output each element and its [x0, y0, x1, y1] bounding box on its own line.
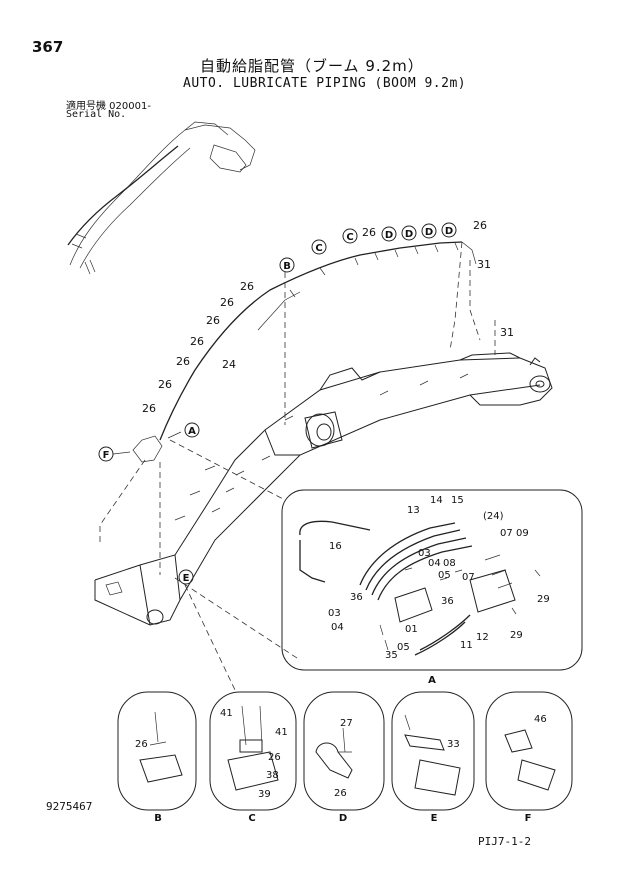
callout-circle-c: [342, 228, 358, 244]
serial-label-english: Serial No.: [66, 109, 127, 120]
overview-machine-illustration: [67, 121, 256, 275]
callout-circle-c: [311, 239, 327, 255]
part-label-24: 24: [222, 358, 236, 371]
detail-a-panel: 14 15 13 (24) 07 09 16 03 04 08 05 07 29…: [281, 489, 583, 686]
part-label-08: 08: [443, 558, 456, 569]
reference-code: PIJ7-1-2: [478, 835, 531, 848]
part-label-38: 38: [266, 770, 279, 781]
part-label-01: 01: [405, 624, 418, 635]
callout-letter-f: F: [103, 450, 110, 461]
part-label-09: 09: [516, 528, 529, 539]
part-label-41: 41: [275, 727, 288, 738]
part-label-26: 26: [135, 739, 148, 750]
part-label-26: 26: [206, 314, 220, 327]
part-label-26: 26: [240, 280, 254, 293]
page-title-japanese: 自動給脂配管（ブーム 9.2m）: [200, 57, 424, 75]
detail-d-frame: [303, 691, 385, 811]
detail-d-panel: 27 26 D: [303, 691, 385, 824]
serial-label-japanese: 適用号機 020001-: [66, 101, 151, 112]
callout-circle-d: [401, 225, 417, 241]
detail-b-frame: [117, 691, 197, 811]
callout-circle-a: [184, 422, 200, 438]
callout-circle-d: [381, 226, 397, 242]
detail-e-frame: [391, 691, 475, 811]
part-label-12: 12: [476, 632, 489, 643]
part-label-26: 26: [220, 296, 234, 309]
detail-f-caption: F: [525, 813, 532, 824]
part-label-07: 07: [500, 528, 513, 539]
part-label-33: 33: [447, 739, 460, 750]
page-title-english: AUTO. LUBRICATE PIPING (BOOM 9.2m): [183, 76, 467, 91]
callout-letter-d: D: [445, 226, 453, 237]
part-label-14: 14: [430, 495, 443, 506]
callout-letter-c: C: [346, 232, 353, 243]
part-label-11: 11: [460, 640, 473, 651]
part-label-04: 04: [428, 558, 441, 569]
callout-circle-e: [178, 569, 194, 585]
part-label-07: 07: [462, 572, 475, 583]
part-label-36: 36: [350, 592, 363, 603]
detail-c-panel: 41 41 26 38 39 C: [209, 691, 297, 824]
part-label-05: 05: [438, 570, 451, 581]
part-label-26: 26: [473, 219, 487, 232]
part-label-29: 29: [537, 594, 550, 605]
callout-letter-c: C: [315, 243, 322, 254]
lube-hose-route: [132, 241, 477, 463]
detail-f-panel: 46 F: [485, 691, 573, 824]
boom-illustration: [94, 352, 553, 626]
detail-callouts: B C C D D D D A F E: [98, 222, 457, 585]
callout-letter-b: B: [283, 261, 291, 272]
part-label-46: 46: [534, 714, 547, 725]
detail-d-caption: D: [339, 813, 347, 824]
detail-a-caption: A: [428, 675, 436, 686]
part-label-16: 16: [329, 541, 342, 552]
callout-circle-d: [421, 223, 437, 239]
part-label-26: 26: [158, 378, 172, 391]
page-number: 367: [32, 38, 64, 56]
callout-circle-d: [441, 222, 457, 238]
part-label-24-ref: (24): [483, 511, 504, 522]
part-label-35: 35: [385, 650, 398, 661]
callout-letter-d: D: [405, 229, 413, 240]
part-label-31: 31: [477, 258, 491, 271]
callout-letter-a: A: [188, 426, 196, 437]
part-label-29: 29: [510, 630, 523, 641]
detail-e-caption: E: [431, 813, 438, 824]
detail-b-caption: B: [154, 813, 162, 824]
part-label-26: 26: [362, 226, 376, 239]
part-label-27: 27: [340, 718, 353, 729]
part-label-15: 15: [451, 495, 464, 506]
callout-letter-e: E: [183, 573, 190, 584]
document-number: 9275467: [46, 800, 93, 813]
part-label-26: 26: [142, 402, 156, 415]
part-label-03: 03: [328, 608, 341, 619]
detail-b-panel: 26 B: [117, 691, 197, 824]
callout-letter-d: D: [425, 227, 433, 238]
dashed-leaders: [99, 241, 496, 691]
callout-letter-d: D: [385, 230, 393, 241]
part-label-05: 05: [397, 642, 410, 653]
part-label-26: 26: [334, 788, 347, 799]
part-label-26: 26: [190, 335, 204, 348]
part-label-26: 26: [176, 355, 190, 368]
detail-a-frame: [281, 489, 583, 671]
main-diagram-labels: 26 26 31 26 26 26 26 26 24 26 26 31: [142, 219, 514, 415]
part-label-31: 31: [500, 326, 514, 339]
detail-f-frame: [485, 691, 573, 811]
part-label-03: 03: [418, 548, 431, 559]
detail-e-panel: 33 E: [391, 691, 475, 824]
detail-c-caption: C: [248, 813, 255, 824]
part-label-26: 26: [268, 752, 281, 763]
detail-c-frame: [209, 691, 297, 811]
callout-circle-b: [279, 257, 295, 273]
part-label-39: 39: [258, 789, 271, 800]
part-label-36: 36: [441, 596, 454, 607]
part-label-04: 04: [331, 622, 344, 633]
part-label-41: 41: [220, 708, 233, 719]
part-label-13: 13: [407, 505, 420, 516]
